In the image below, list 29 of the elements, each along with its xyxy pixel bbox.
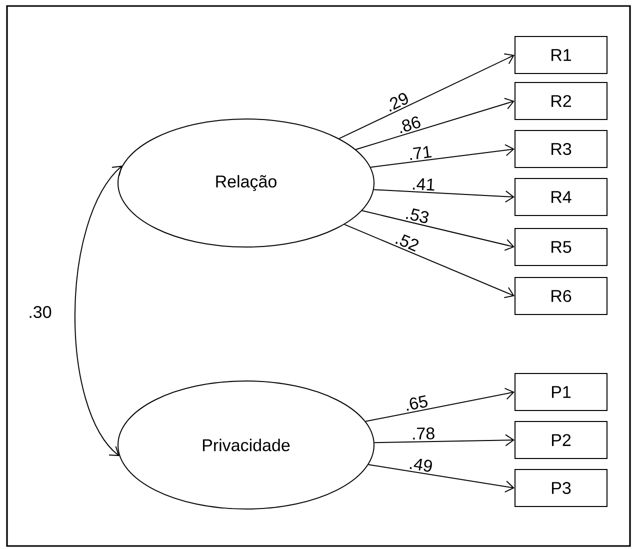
path-coefficient: .53 <box>403 206 432 226</box>
indicator-box: P2 <box>514 421 608 459</box>
path-arrow <box>373 189 515 203</box>
path-arrow <box>362 210 514 251</box>
indicator-box: R3 <box>514 130 608 168</box>
path-coefficient: .78 <box>410 426 436 441</box>
path-coefficient: .65 <box>402 394 430 412</box>
path-arrow <box>338 53 514 140</box>
path-arrow <box>365 388 515 422</box>
path-coefficient: .49 <box>407 456 435 474</box>
path-arrow <box>344 224 514 298</box>
path-arrow <box>368 464 514 493</box>
indicator-box: R1 <box>514 36 608 74</box>
indicator-box: R5 <box>514 228 608 266</box>
path-arrow <box>355 98 514 150</box>
indicator-box: P1 <box>514 373 608 411</box>
path-arrow <box>74 166 122 456</box>
path-coefficient: .86 <box>394 114 424 136</box>
indicator-box: R6 <box>514 277 608 315</box>
path-coefficient: .30 <box>27 304 53 320</box>
path-arrow <box>370 144 514 168</box>
path-coefficient: .52 <box>392 230 422 254</box>
indicator-box: R2 <box>514 82 608 120</box>
path-arrow <box>374 434 515 446</box>
path-coefficient: .41 <box>410 176 437 192</box>
indicator-box: R4 <box>514 178 608 216</box>
indicator-box: P3 <box>514 469 608 507</box>
path-coefficient: .29 <box>382 90 412 114</box>
path-coefficient: .71 <box>406 144 434 162</box>
